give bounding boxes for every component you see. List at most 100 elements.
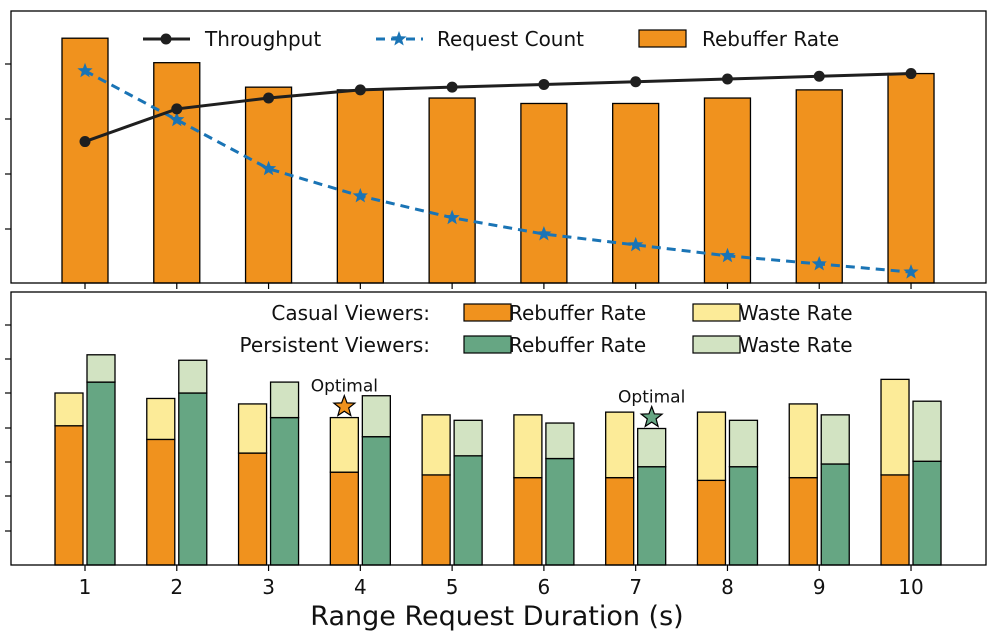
persistent-rebuffer-bar-3 (269, 416, 300, 566)
casual-rebuffer-bar-10 (880, 474, 910, 566)
casual-waste-bar-9 (788, 403, 818, 479)
legend-persistent-viewers-label: Persistent Viewers: (240, 333, 430, 357)
casual-waste-bar-6 (513, 414, 543, 479)
casual-rebuffer-bar-8 (696, 479, 727, 566)
throughput-point-7 (630, 76, 642, 88)
bottom-plot-frame (10, 291, 987, 566)
legend-casual-waste-label: Waste Rate (739, 301, 853, 325)
request-count-point-9 (811, 256, 827, 271)
x-tick-label-6: 6 (538, 575, 551, 599)
top-plot-frame (10, 10, 987, 284)
casual-waste-bar-5 (421, 414, 451, 476)
casual-waste-bar-1 (54, 392, 84, 427)
legend-throughput-label: Throughput (204, 27, 321, 51)
persistent-rebuffer-bar-7 (637, 466, 667, 566)
persistent-waste-bar-5 (453, 419, 483, 457)
legend-request-count-marker (391, 31, 407, 46)
x-tick-label-7: 7 (629, 575, 642, 599)
throughput-point-2 (171, 103, 183, 115)
casual-waste-bar-4 (329, 416, 359, 473)
casual-rebuffer-bar-2 (146, 438, 176, 566)
persistent-rebuffer-bar-8 (728, 466, 759, 566)
optimal-star-2 (639, 404, 664, 428)
request-count-point-8 (719, 247, 736, 263)
request-count-point-3 (261, 160, 277, 176)
rebuffer-bar-2 (153, 62, 201, 284)
legend-persistent-rebuffer-swatch (463, 335, 512, 354)
request-count-point-5 (444, 209, 460, 225)
x-tick-label-10: 10 (898, 575, 923, 599)
throughput-line (84, 72, 912, 143)
legend-persistent-waste-label: Waste Rate (739, 333, 853, 357)
top-panel: Throughput Request Count Rebuffer Rate (5, 10, 987, 289)
request-count-line (84, 69, 912, 274)
legend-persistent-waste-swatch (692, 335, 741, 354)
throughput-point-10 (905, 68, 917, 80)
request-count-point-6 (536, 226, 552, 241)
persistent-waste-bar-10 (912, 400, 942, 462)
persistent-rebuffer-bar-5 (453, 455, 483, 566)
casual-waste-bar-7 (605, 411, 635, 479)
casual-rebuffer-bar-3 (237, 452, 268, 566)
legend-request-count-label: Request Count (437, 27, 584, 51)
persistent-waste-bar-7 (637, 427, 667, 468)
top-legend: Throughput Request Count Rebuffer Rate (143, 27, 839, 51)
request-count-point-2 (169, 111, 185, 127)
legend-casual-rebuffer-label: Rebuffer Rate (509, 301, 646, 325)
request-count-point-10 (903, 264, 919, 279)
optimal-star-1 (332, 393, 357, 417)
casual-rebuffer-bar-4 (329, 471, 359, 566)
persistent-waste-bar-9 (820, 414, 850, 465)
legend-casual-viewers-label: Casual Viewers: (271, 301, 430, 325)
legend-casual-waste-swatch (692, 303, 741, 322)
casual-waste-bar-2 (146, 397, 176, 441)
persistent-waste-bar-6 (545, 422, 575, 460)
casual-waste-bar-3 (237, 403, 268, 454)
optimal-label-2: Optimal (618, 388, 685, 408)
legend-casual-rebuffer-swatch (463, 303, 512, 322)
request-count-point-7 (628, 236, 644, 252)
throughput-point-8 (721, 73, 733, 85)
x-axis-label: Range Request Duration (s) (310, 601, 683, 632)
throughput-point-1 (79, 136, 91, 148)
rebuffer-bar-1 (61, 37, 109, 284)
persistent-rebuffer-bar-10 (912, 460, 942, 566)
persistent-rebuffer-bar-9 (820, 463, 850, 566)
legend-throughput-marker (160, 33, 172, 45)
x-tick-label-5: 5 (446, 575, 459, 599)
persistent-waste-bar-3 (269, 381, 300, 419)
rebuffer-bar-9 (795, 89, 843, 284)
persistent-waste-bar-4 (361, 395, 391, 438)
rebuffer-bar-7 (612, 102, 660, 284)
rebuffer-bar-5 (428, 97, 476, 284)
persistent-rebuffer-bar-1 (86, 381, 116, 566)
legend-rebuffer-rate-label: Rebuffer Rate (702, 27, 839, 51)
throughput-point-5 (446, 81, 458, 93)
throughput-point-6 (538, 78, 550, 90)
legend-persistent-rebuffer-label: Rebuffer Rate (509, 333, 646, 357)
casual-rebuffer-bar-7 (605, 476, 635, 566)
rebuffer-bar-10 (887, 72, 935, 284)
throughput-point-3 (263, 92, 275, 104)
x-tick-label-4: 4 (354, 575, 367, 599)
x-tick-label-2: 2 (170, 575, 183, 599)
optimal-label-1: Optimal (311, 377, 378, 397)
persistent-waste-bar-2 (178, 359, 208, 394)
x-tick-label-8: 8 (721, 575, 734, 599)
casual-waste-bar-8 (696, 411, 727, 482)
casual-waste-bar-10 (880, 378, 910, 476)
throughput-point-9 (813, 70, 825, 82)
casual-rebuffer-bar-1 (54, 425, 84, 566)
persistent-rebuffer-bar-2 (178, 392, 208, 566)
legend-rebuffer-rate-swatch (638, 29, 687, 48)
casual-rebuffer-bar-9 (788, 476, 818, 566)
casual-rebuffer-bar-5 (421, 474, 451, 566)
rebuffer-bar-4 (336, 89, 384, 284)
persistent-waste-bar-1 (86, 354, 116, 383)
x-tick-label-9: 9 (813, 575, 826, 599)
x-tick-label-1: 1 (79, 575, 92, 599)
request-count-point-4 (352, 188, 368, 203)
